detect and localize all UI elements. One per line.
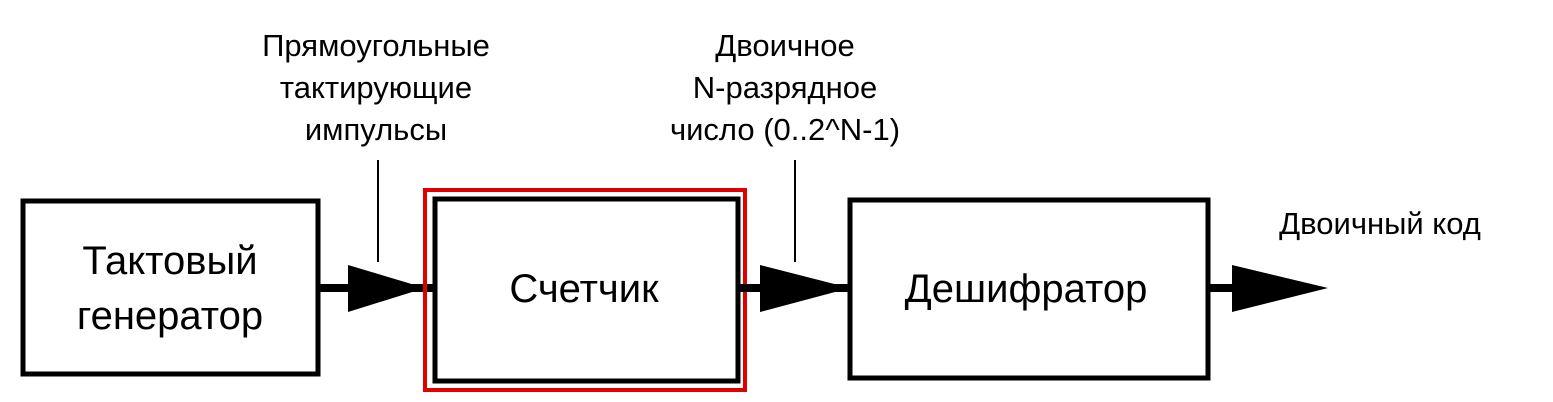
number-note-line3: число (0..2^N-1): [670, 112, 900, 147]
pulses-note-line2: тактирующие: [280, 70, 472, 105]
counter-box: [432, 196, 741, 384]
code-note-line1: Двоичный код: [1279, 206, 1481, 241]
number-note-line1: Двоичное: [715, 28, 854, 63]
clock-generator-label-line1: Тактовый: [82, 239, 257, 283]
counter-to-decoder-arrowhead: [760, 265, 850, 312]
code-annotation: Двоичный код: [1279, 206, 1481, 241]
number-annotation: Двоичное N-разрядное число (0..2^N-1): [670, 28, 900, 262]
decoder-block: Дешифратор: [847, 197, 1211, 381]
generator-to-counter-arrowhead: [348, 265, 425, 312]
counter-to-decoder-arrow: [738, 265, 850, 312]
counter-label: Счетчик: [509, 267, 659, 311]
decoder-label: Дешифратор: [905, 267, 1148, 311]
pulses-annotation: Прямоугольные тактирующие импульсы: [262, 28, 490, 262]
pulses-note-line3: импульсы: [305, 112, 447, 147]
counter-block: Счетчик: [423, 188, 747, 392]
decoder-output-arrow: [1208, 265, 1328, 312]
decoder-output-arrowhead: [1232, 265, 1328, 312]
clock-generator-box: [20, 198, 321, 377]
pulses-note-line1: Прямоугольные: [262, 28, 490, 63]
generator-to-counter-arrow: [318, 265, 435, 312]
clock-generator-block: Тактовый генератор: [20, 198, 321, 377]
clock-generator-label-line2: генератор: [77, 294, 263, 338]
number-note-line2: N-разрядное: [693, 70, 877, 105]
